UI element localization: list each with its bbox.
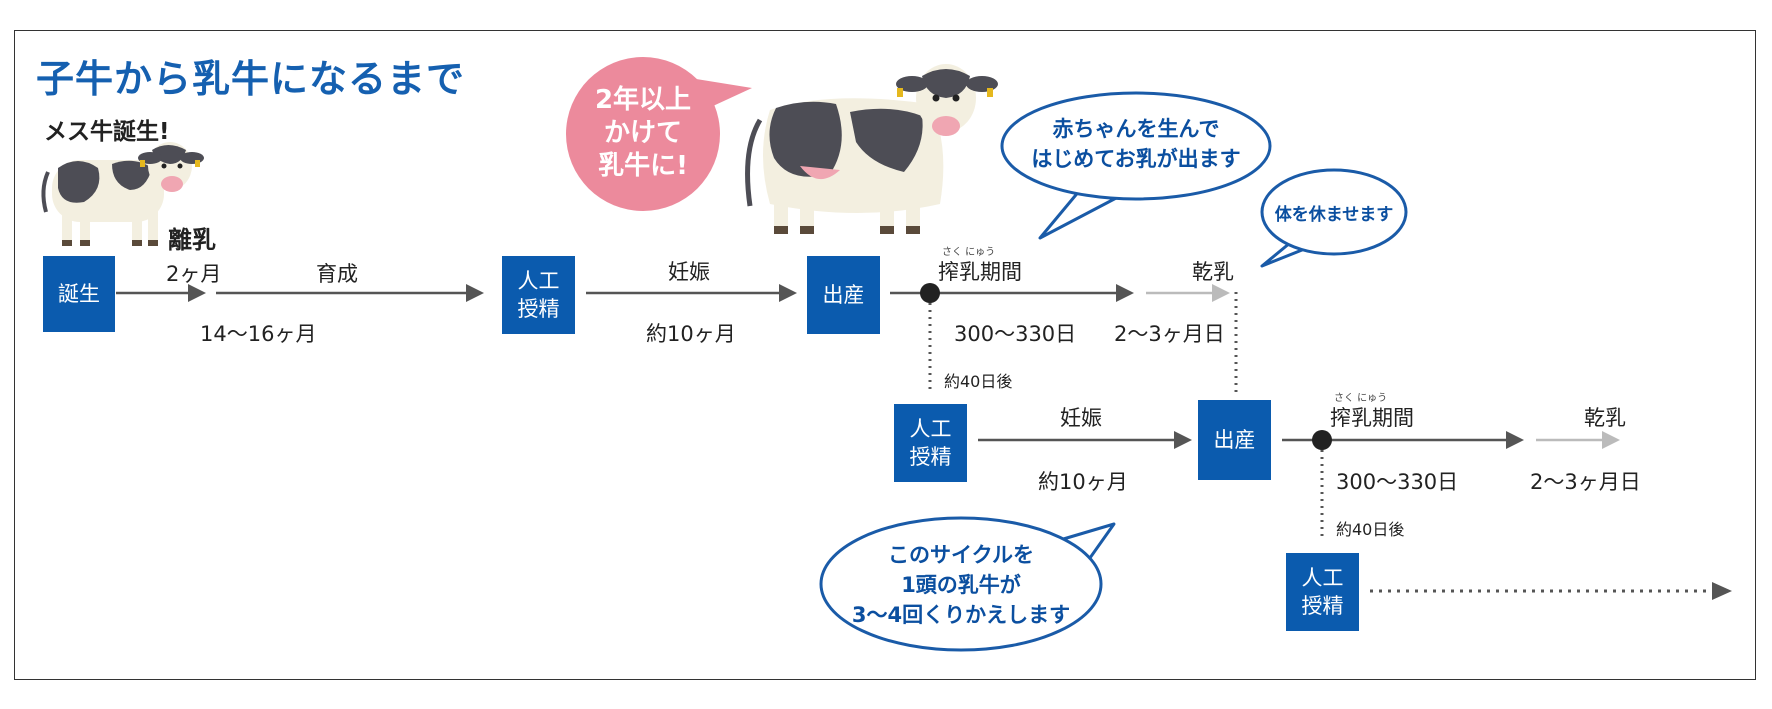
box-ai-2-line-2: 授精 bbox=[909, 445, 952, 469]
box-ai-2-line-1: 人工 bbox=[909, 417, 952, 441]
milking-start-dot-2 bbox=[1312, 430, 1332, 450]
arrow-cycle-continue bbox=[1370, 582, 1732, 600]
label-milking-period-1: さく にゅう 搾乳期間 bbox=[938, 247, 1022, 286]
bubble-milk-text: 赤ちゃんを生んで はじめてお乳が出ます bbox=[1010, 114, 1262, 174]
label-40-days-1: 約40日後 bbox=[944, 372, 1013, 391]
cow-illustration bbox=[745, 64, 998, 234]
label-14-16-months: 14〜16ヶ月 bbox=[200, 322, 317, 346]
label-days-2: 300〜330日 bbox=[1336, 470, 1459, 494]
box-calving-2-label: 出産 bbox=[1213, 428, 1256, 452]
box-birth: 誕生 bbox=[43, 256, 115, 332]
box-ai-3-line-2: 授精 bbox=[1301, 594, 1344, 618]
birth-caption: メス牛誕生! bbox=[44, 119, 170, 145]
label-weaning: 離乳 bbox=[168, 226, 216, 254]
milking-period-text-2: 搾乳期間 bbox=[1330, 406, 1414, 430]
speech-bubble-cycle bbox=[819, 516, 1116, 652]
box-calving-1: 出産 bbox=[807, 256, 880, 334]
label-40-days-2: 約40日後 bbox=[1336, 520, 1405, 539]
box-ai-1-line-2: 授精 bbox=[517, 297, 560, 321]
milking-period-text-1: 搾乳期間 bbox=[938, 260, 1022, 284]
pink-bubble-text: 2年以上 かけて 乳牛に! bbox=[566, 84, 720, 183]
arrow-pregnancy-2 bbox=[978, 431, 1192, 449]
arrow-pregnancy-1 bbox=[586, 284, 797, 302]
box-ai-2: 人工 授精 bbox=[894, 404, 967, 482]
label-dry-2: 乾乳 bbox=[1584, 406, 1626, 430]
bubble-milk-line-1: 赤ちゃんを生んで bbox=[1052, 117, 1220, 141]
pink-bubble-line-3: 乳牛に! bbox=[598, 151, 688, 181]
pink-bubble-line-2: かけて bbox=[603, 118, 682, 148]
box-ai-3: 人工 授精 bbox=[1286, 553, 1359, 631]
milking-ruby-1: さく にゅう bbox=[942, 247, 996, 258]
milking-ruby-2: さく にゅう bbox=[1334, 393, 1388, 404]
box-calving-2: 出産 bbox=[1198, 400, 1271, 480]
label-dry-months-1: 2〜3ヶ月日 bbox=[1114, 322, 1225, 346]
box-ai-3-line-1: 人工 bbox=[1301, 566, 1344, 590]
label-rearing: 育成 bbox=[316, 262, 358, 286]
speech-bubble-rest bbox=[1260, 168, 1408, 268]
page-title: 子牛から乳牛になるまで bbox=[36, 57, 466, 101]
pink-speech-bubble bbox=[566, 57, 752, 211]
label-pregnancy-1: 妊娠 bbox=[668, 260, 710, 284]
arrow-rearing bbox=[216, 284, 484, 302]
calf-illustration bbox=[41, 142, 204, 246]
bubble-cycle-line-3: 3〜4回くりかえします bbox=[851, 603, 1071, 627]
diagram-frame bbox=[14, 30, 1756, 680]
box-ai-1-line-1: 人工 bbox=[517, 269, 560, 293]
box-birth-label: 誕生 bbox=[58, 282, 100, 306]
label-two-months: 2ヶ月 bbox=[166, 262, 222, 286]
milking-start-dot-1 bbox=[920, 283, 940, 303]
arrow-dry-2 bbox=[1536, 431, 1620, 449]
bubble-cycle-line-1: このサイクルを bbox=[888, 543, 1034, 567]
box-calving-1-label: 出産 bbox=[822, 283, 865, 307]
bubble-milk-line-2: はじめてお乳が出ます bbox=[1031, 147, 1241, 171]
pink-bubble-line-1: 2年以上 bbox=[594, 85, 692, 115]
label-days-1: 300〜330日 bbox=[954, 322, 1077, 346]
arrow-dry-1 bbox=[1146, 284, 1230, 302]
bubble-cycle-text: このサイクルを 1頭の乳牛が 3〜4回くりかえします bbox=[831, 540, 1091, 630]
bubble-rest-text: 体を休ませます bbox=[1274, 205, 1394, 225]
label-dry-1: 乾乳 bbox=[1192, 260, 1234, 284]
label-10-months-1: 約10ヶ月 bbox=[646, 322, 736, 346]
label-milking-period-2: さく にゅう 搾乳期間 bbox=[1330, 393, 1414, 432]
arrow-birth-to-weaning bbox=[116, 284, 206, 302]
bubble-cycle-line-2: 1頭の乳牛が bbox=[901, 573, 1021, 597]
label-pregnancy-2: 妊娠 bbox=[1060, 406, 1102, 430]
speech-bubble-milk bbox=[1000, 91, 1272, 240]
label-dry-months-2: 2〜3ヶ月日 bbox=[1530, 470, 1641, 494]
label-10-months-2: 約10ヶ月 bbox=[1038, 470, 1128, 494]
box-ai-1: 人工 授精 bbox=[502, 256, 575, 334]
